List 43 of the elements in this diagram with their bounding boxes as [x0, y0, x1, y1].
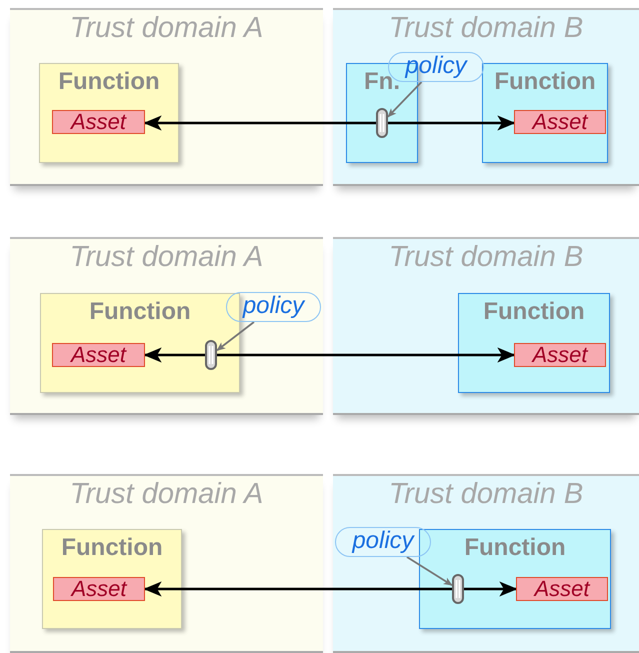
arrow [143, 115, 376, 131]
arrow [388, 115, 516, 131]
leader-arrow [216, 321, 255, 352]
trust-domain-panel [10, 8, 323, 186]
arrow [464, 581, 518, 597]
domain-title: Trust domain B [388, 12, 584, 45]
asset-box: Asset [52, 110, 145, 134]
asset-box: Asset [514, 110, 606, 134]
asset-box: Asset [52, 343, 145, 367]
policy-bubble: policy [226, 292, 321, 322]
function-box [39, 63, 179, 163]
arrow [143, 581, 452, 597]
function-box [419, 529, 611, 629]
domain-title: Trust domain A [68, 478, 264, 511]
gate-symbol [205, 340, 217, 370]
function-label: Function [88, 298, 192, 326]
function-label: Function [463, 534, 567, 562]
domain-title: Trust domain A [68, 12, 264, 45]
trust-domain-panel [333, 237, 639, 415]
function-box [42, 529, 182, 629]
leader-arrow [387, 81, 422, 118]
function-box [40, 293, 240, 393]
trust-domain-panel [333, 8, 639, 186]
function-label: Function [493, 68, 597, 96]
asset-box: Asset [516, 577, 608, 601]
function-label: Function [60, 534, 164, 562]
asset-box: Asset [53, 577, 145, 601]
trust-domain-panel [10, 474, 323, 653]
domain-title: Trust domain B [388, 241, 584, 274]
gate-symbol [452, 574, 464, 604]
function-box [482, 63, 608, 163]
arrow [217, 347, 516, 363]
gate-symbol [376, 108, 388, 138]
trust-domain-panel [10, 237, 323, 415]
trust-domain-panel [333, 474, 639, 653]
domain-title: Trust domain A [68, 241, 264, 274]
arrow [143, 347, 205, 363]
function-label: Function [57, 68, 161, 96]
function-box [458, 293, 610, 393]
leader-arrow [406, 556, 453, 586]
asset-box: Asset [514, 343, 606, 367]
domain-title: Trust domain B [388, 478, 584, 511]
function-label: Function [482, 298, 586, 326]
